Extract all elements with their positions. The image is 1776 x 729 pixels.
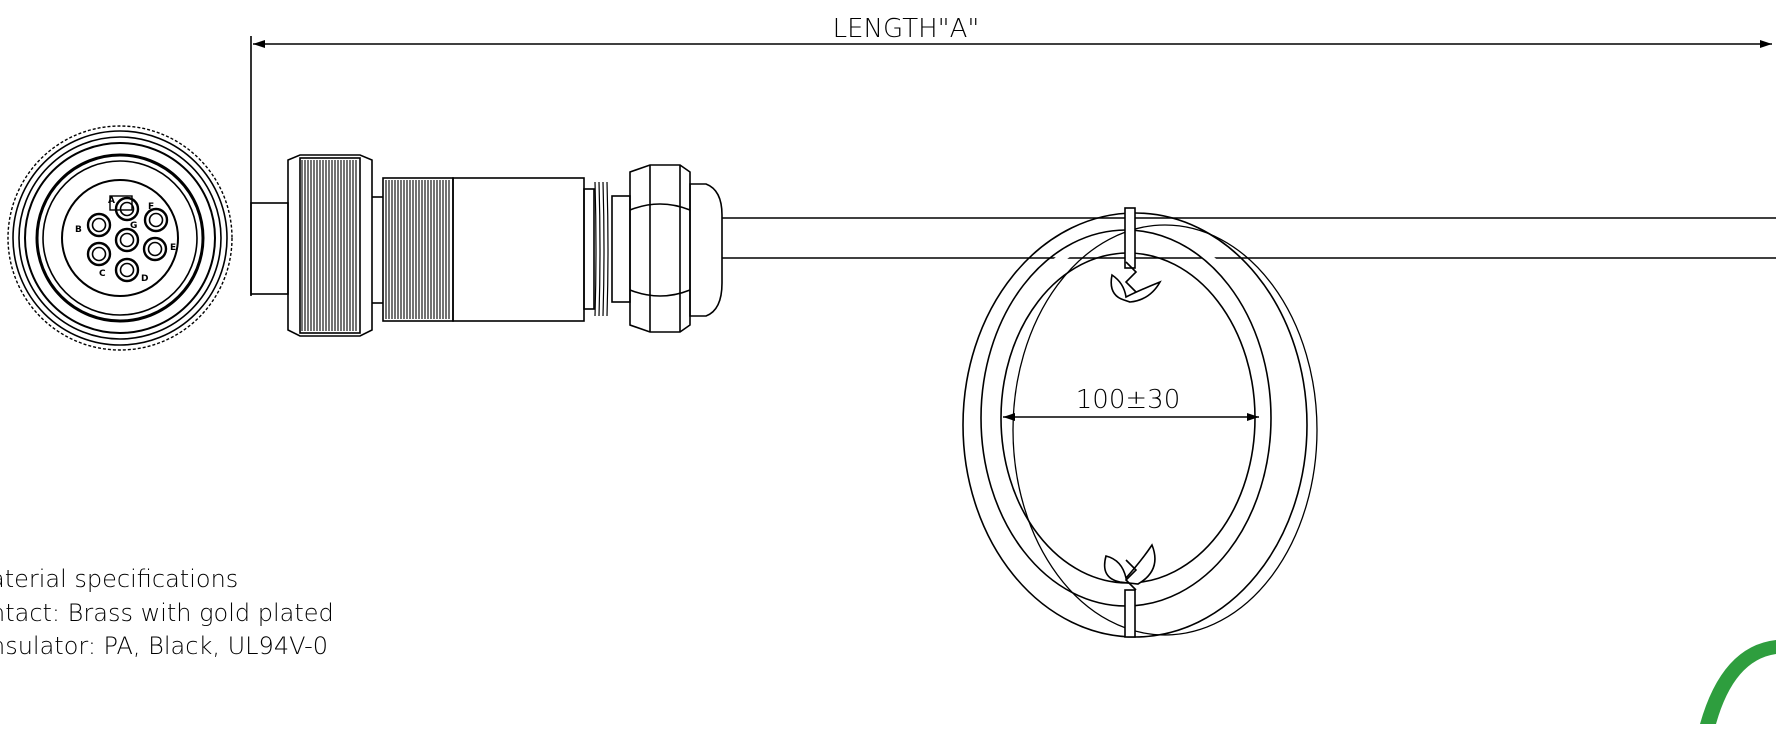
company-logo: [1700, 640, 1776, 724]
pin-label-f: F: [148, 202, 154, 212]
spec-insulator: nsulator: PA, Black, UL94V-0: [0, 632, 329, 660]
loop-diameter-dimension: 100±30: [1003, 385, 1259, 421]
pin-label-g: G: [130, 221, 137, 231]
pin-label-c: C: [99, 269, 106, 279]
length-label: LENGTH"A": [833, 14, 980, 44]
loop-diameter-label: 100±30: [1076, 385, 1181, 415]
spec-contact: ntact: Brass with gold plated: [0, 599, 334, 627]
spec-heading: aterial specifications: [0, 565, 239, 593]
pin-label-b: B: [75, 225, 82, 235]
pin-label-d: D: [141, 274, 148, 284]
connector-side-view: [250, 154, 1776, 337]
pin-contacts: [86, 196, 169, 283]
length-dimension: LENGTH"A": [250, 14, 1772, 296]
pin-label-e: E: [170, 243, 176, 253]
pin-label-a: A: [108, 196, 115, 206]
cable-loop: [962, 207, 1318, 638]
connector-front-view: A B C D E F G: [7, 125, 233, 351]
